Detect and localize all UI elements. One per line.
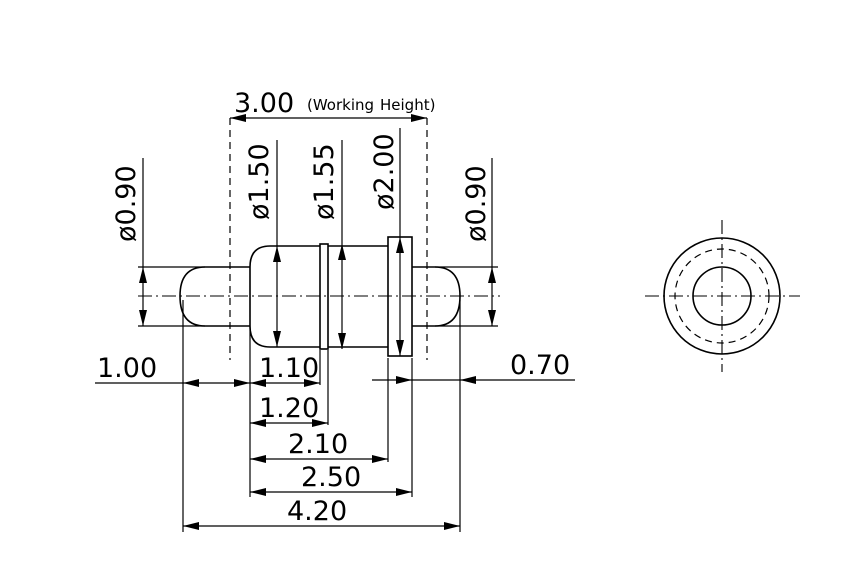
diameter-dimensions: ø0.90 ø1.50 ø1.55 ø2.00 ø0.90	[111, 128, 498, 356]
dia-155-label: ø1.55	[309, 143, 340, 220]
dia-150-label: ø1.50	[244, 143, 275, 220]
working-height-value: 3.00	[234, 88, 294, 119]
dia-right-label: ø0.90	[461, 165, 492, 242]
len-070-label: 0.70	[510, 350, 570, 381]
len-420-label: 4.20	[287, 496, 347, 527]
pin-side-view	[138, 236, 500, 357]
length-dimensions: 1.00 0.70 1.10 1.20 2.10 2.50 4.20	[95, 300, 575, 532]
len-210-label: 2.10	[288, 429, 348, 460]
len-250-label: 2.50	[301, 462, 361, 493]
len-120-label: 1.20	[259, 393, 319, 424]
len-100-label: 1.00	[97, 353, 157, 384]
dia-left-label: ø0.90	[111, 165, 142, 242]
pin-end-view	[645, 220, 800, 372]
working-height-note-a: (Working	[307, 96, 374, 114]
working-height-dimension: 3.00 (Working Height)	[229, 88, 435, 360]
dia-200-label: ø2.00	[369, 133, 400, 210]
len-110-label: 1.10	[259, 353, 319, 384]
working-height-note-b: Height)	[380, 96, 435, 114]
